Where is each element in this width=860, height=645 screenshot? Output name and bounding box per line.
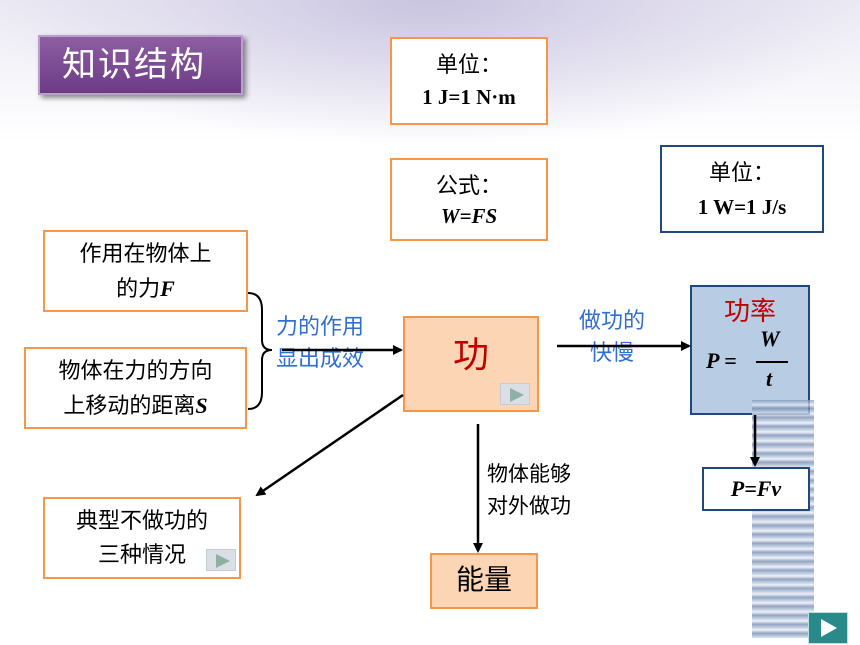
slide-title: 知识结构 xyxy=(38,35,243,95)
energy-box: 能量 xyxy=(430,553,538,609)
work-unit-value: 1 J=1 N·m xyxy=(422,85,516,109)
book-stack-image xyxy=(752,400,814,638)
force-line1: 作用在物体上 xyxy=(79,242,212,267)
distance-box: 物体在力的方向 上移动的距离S xyxy=(24,347,247,429)
work-box: 功 xyxy=(403,316,539,412)
work-formula-label: 公式： xyxy=(435,174,502,199)
next-slide-icon[interactable] xyxy=(808,612,848,644)
power-formula: P = W t xyxy=(692,326,808,398)
force-line2-text: 的力 xyxy=(116,277,161,302)
distance-line2: 上移动的距离S xyxy=(26,389,245,424)
effect-label-line1: 力的作用 xyxy=(276,315,365,340)
fraction-bar xyxy=(756,361,788,363)
brace xyxy=(247,292,273,410)
work-formula-box: 公式： W=FS xyxy=(390,158,548,241)
power-formula2-box: P=Fv xyxy=(702,467,810,511)
distance-variable: S xyxy=(195,393,208,418)
force-line2: 的力F xyxy=(45,272,246,307)
power-unit-label: 单位： xyxy=(708,161,775,186)
distance-line1: 物体在力的方向 xyxy=(58,359,213,384)
effect-label: 力的作用 显出成效 xyxy=(276,312,396,376)
no-work-line2: 三种情况 xyxy=(97,543,186,568)
power-unit-value: 1 W=1 J/s xyxy=(697,195,787,219)
power-unit-box: 单位： 1 W=1 J/s xyxy=(660,145,824,233)
work-unit-box: 单位： 1 J=1 N·m xyxy=(390,37,548,125)
play-icon[interactable] xyxy=(500,383,530,405)
distance-line2-text: 上移动的距离 xyxy=(63,394,196,419)
energy-link-label: 物体能够 对外做功 xyxy=(487,458,607,522)
force-box: 作用在物体上 的力F xyxy=(43,230,248,312)
work-formula-value: W=FS xyxy=(440,204,498,228)
power-label: 功率 xyxy=(723,297,776,327)
power-formula-lhs: P = xyxy=(706,348,737,373)
arrow-work-to-no-work xyxy=(255,393,404,497)
energy-link-line2: 对外做功 xyxy=(487,494,571,518)
power-box: 功率 P = W t xyxy=(690,285,810,415)
power-formula-denominator: t xyxy=(766,366,773,391)
energy-link-line1: 物体能够 xyxy=(487,462,571,486)
work-label: 功 xyxy=(452,335,489,376)
force-variable: F xyxy=(160,276,175,301)
power-formula-numerator: W xyxy=(760,326,780,351)
work-unit-label: 单位： xyxy=(435,53,502,78)
no-work-line1: 典型不做功的 xyxy=(75,509,208,534)
speed-label-line1: 做功的 xyxy=(578,309,645,334)
play-icon-2[interactable] xyxy=(206,549,236,571)
